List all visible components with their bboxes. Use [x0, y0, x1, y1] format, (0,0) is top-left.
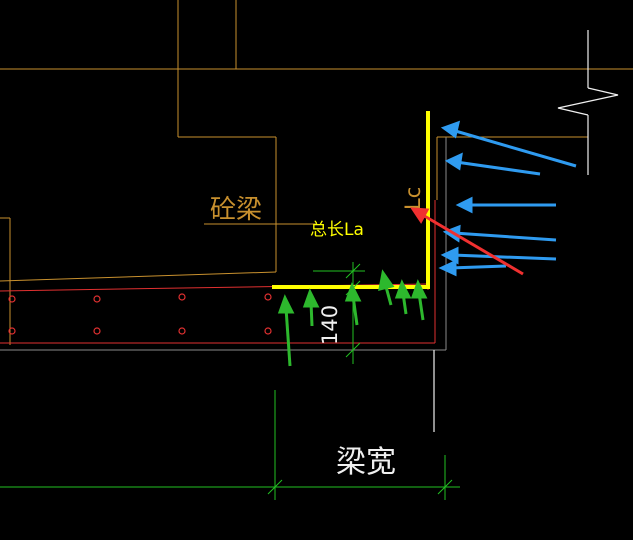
beam-outline: [0, 0, 588, 345]
circle-icon: [93, 327, 101, 335]
beam-width-label: 梁宽: [336, 445, 396, 480]
circle-icon: [264, 327, 272, 335]
zigzag-break-icon: [557, 87, 619, 116]
circle-icon: [93, 295, 101, 303]
circle-icon: [178, 327, 186, 335]
beam-label: 砼梁: [210, 195, 262, 225]
dimension-140-label: 140: [318, 305, 342, 345]
circle-icon: [8, 295, 16, 303]
total-length-label: 总长La: [310, 220, 364, 240]
arrows-green: [277, 269, 428, 367]
circle-icon: [264, 293, 272, 301]
rebar-l-shape: [272, 111, 430, 289]
circle-icon: [178, 293, 186, 301]
circle-icon: [8, 327, 16, 335]
rebar-dots: [8, 293, 272, 335]
lc-label: Lc: [401, 187, 425, 210]
slab-boundary: [0, 137, 447, 351]
white-lines: [433, 30, 619, 432]
dimension-lines: [0, 262, 460, 500]
arrow-red: [410, 207, 524, 276]
arrows-blue: [438, 120, 577, 277]
